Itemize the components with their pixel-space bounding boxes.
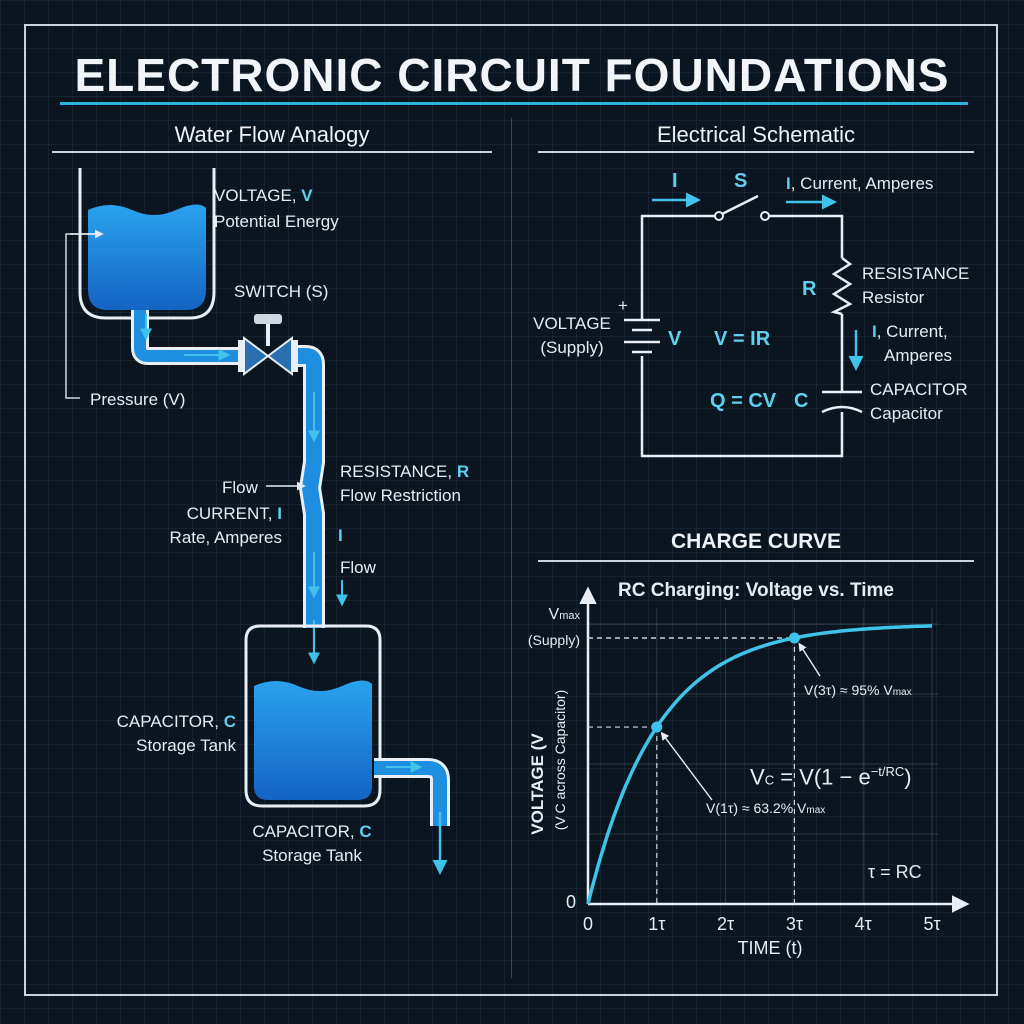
water-analogy-heading: Water Flow Analogy	[174, 122, 370, 147]
x-tick-label: 1τ	[648, 914, 665, 934]
rate-amperes-label: Rate, Amperes	[169, 528, 282, 547]
potential-energy-label: Potential Energy	[214, 212, 339, 231]
schematic-voltage-label: VOLTAGE	[533, 314, 611, 333]
storage-tank-label-left: Storage Tank	[136, 736, 236, 755]
vmax-label: Vmax	[548, 606, 580, 623]
voltage-label: VOLTAGE, V	[214, 186, 313, 205]
charge-curve-line	[586, 624, 933, 905]
schematic-supply-label: (Supply)	[540, 338, 604, 357]
pressure-label: Pressure (V)	[90, 390, 186, 409]
schematic-switch-s: S	[734, 170, 748, 192]
y-axis-label: VOLTAGE (V	[528, 733, 547, 835]
schematic-resistor-label: Resistor	[862, 288, 925, 307]
charge-curve-heading: CHARGE CURVE	[671, 530, 841, 553]
annotation-1tau: V(1τ) ≈ 63.2% Vmax	[706, 800, 826, 816]
column-divider	[511, 118, 512, 978]
vertical-pipe	[298, 345, 325, 628]
flow-restriction-label: Flow Restriction	[340, 486, 461, 505]
flow-label-left: Flow	[222, 478, 258, 497]
schematic-i-left: I	[672, 170, 678, 192]
flow-current-symbol: I	[338, 526, 343, 545]
ohms-law-formula: V = IR	[714, 328, 771, 350]
y-tick-zero: 0	[566, 892, 577, 912]
storage-tank-label-bottom: Storage Tank	[262, 846, 362, 865]
battery-plus-sign: +	[618, 296, 628, 315]
x-tick-label: 4τ	[855, 914, 872, 934]
resistor-icon	[830, 257, 853, 316]
schematic-amperes-label: Amperes	[884, 346, 953, 365]
switch-contact	[760, 211, 770, 221]
valve-switch-icon	[238, 314, 298, 376]
schematic-heading: Electrical Schematic	[656, 122, 856, 147]
marked-point	[788, 632, 800, 644]
supply-pipe	[131, 310, 246, 365]
capacitor-plate-bottom	[821, 405, 863, 414]
x-tick-label: 3τ	[786, 914, 803, 934]
schematic-current-mid: I, Current,	[872, 322, 948, 341]
wire-bottom	[640, 356, 844, 458]
charge-formula: Q = CV	[710, 390, 777, 412]
annotation-arrow-3tau	[798, 642, 821, 677]
schematic-heading-rule	[538, 151, 974, 153]
title-underline	[60, 102, 968, 105]
x-tick-label: 2τ	[717, 914, 734, 934]
schematic-v-symbol: V	[668, 328, 682, 350]
y-axis-sublabel: (V C across Capacitor)	[552, 689, 568, 831]
switch-contact	[714, 211, 724, 221]
annotation-arrow-1tau	[660, 731, 713, 801]
switch-label: SWITCH (S)	[234, 282, 329, 301]
capacitor-label-left: CAPACITOR, C	[116, 712, 236, 731]
annotation-3tau: V(3τ) ≈ 95% Vmax	[804, 682, 912, 698]
wire-top-left	[640, 214, 716, 320]
schematic-current-top: I, Current, Amperes	[786, 174, 934, 193]
switch-lever	[721, 194, 759, 216]
outlet-pipe	[374, 758, 450, 826]
resistance-label: RESISTANCE, R	[340, 462, 470, 481]
schematic-capacitor-caps: CAPACITOR	[870, 380, 968, 399]
wire-top-right	[768, 214, 844, 258]
page-title: ELECTRONIC CIRCUIT FOUNDATIONS	[74, 49, 950, 101]
schematic-capacitor-label: Capacitor	[870, 404, 943, 423]
schematic-resistance-label: RESISTANCE	[862, 264, 970, 283]
charge-equation: VC = V(1 − e−t/RC)	[750, 764, 912, 790]
capacitor-label-bottom: CAPACITOR, C	[252, 822, 372, 841]
x-axis-label: TIME (t)	[737, 938, 803, 958]
marked-point	[651, 721, 663, 733]
battery-icon	[624, 318, 660, 354]
chart-title: RC Charging: Voltage vs. Time	[618, 580, 894, 601]
flow-label-right: Flow	[340, 558, 376, 577]
x-tick-label: 0	[583, 914, 593, 934]
schematic-r-symbol: R	[802, 278, 817, 300]
vmax-supply-label: (Supply)	[527, 632, 580, 648]
schematic-c-symbol: C	[794, 390, 809, 412]
time-constant-label: τ = RC	[868, 862, 922, 882]
bottom-storage-tank	[244, 624, 382, 808]
charge-curve-rule	[538, 560, 974, 562]
water-heading-rule	[52, 151, 492, 153]
current-label: CURRENT, I	[186, 504, 282, 523]
outer-frame	[24, 24, 998, 996]
x-tick-label: 5τ	[923, 914, 940, 934]
